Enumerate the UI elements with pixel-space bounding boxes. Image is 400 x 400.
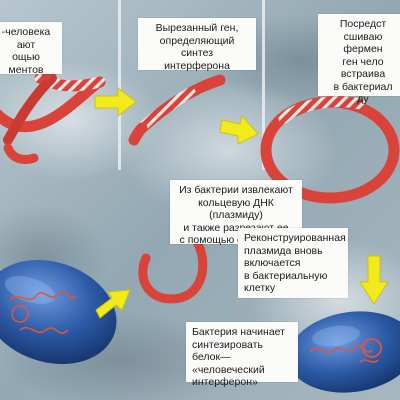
caption-step3: Посредст сшиваю фермен ген чело встраива… [318, 14, 400, 105]
dna-strand-icon [128, 74, 226, 146]
panel-divider [118, 0, 121, 170]
arrow-icon [94, 86, 137, 118]
bacterium-icon [0, 260, 117, 364]
arrow-icon [95, 289, 131, 319]
caption-step2: Вырезанный ген, определяющий синтез инте… [138, 18, 256, 72]
caption-step1: -человека ают ощью ментов [0, 22, 62, 76]
dna-strand-icon [0, 55, 106, 165]
arrow-icon [219, 114, 259, 145]
arrow-icon [359, 255, 389, 305]
caption-step6: Бактерия начинает синтезировать белок— «… [186, 322, 298, 388]
plasmid-ring-icon [260, 96, 400, 204]
panel-divider [262, 0, 265, 170]
bacterium-icon [288, 311, 400, 393]
caption-step5: Реконструированная плазмида вновь включа… [238, 228, 348, 298]
